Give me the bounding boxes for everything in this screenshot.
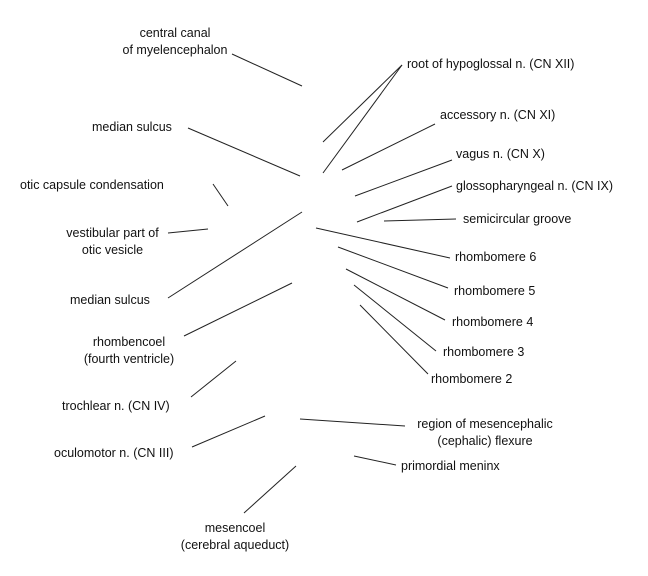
leader-primordial-meninx xyxy=(353,455,397,466)
label-vagus: vagus n. (CN X) xyxy=(456,147,545,161)
leader-rhombomere-2 xyxy=(359,304,429,375)
leader-central-canal xyxy=(231,53,303,87)
label-mesencoel: mesencoel (cerebral aqueduct) xyxy=(180,521,290,552)
label-rhombomere-3: rhombomere 3 xyxy=(443,345,525,359)
label-primordial-meninx: primordial meninx xyxy=(401,459,500,473)
label-oculomotor: oculomotor n. (CN III) xyxy=(54,446,174,460)
leader-root-hypoglossal-b xyxy=(322,64,403,174)
leader-accessory xyxy=(341,123,436,171)
label-rhombomere-5: rhombomere 5 xyxy=(454,284,536,298)
label-trochlear: trochlear n. (CN IV) xyxy=(62,399,170,413)
label-rhombomere-4: rhombomere 4 xyxy=(452,315,534,329)
leader-rhombomere-3 xyxy=(353,284,437,352)
label-glossopharyngeal: glossopharyngeal n. (CN IX) xyxy=(456,179,614,193)
leader-oculomotor xyxy=(191,415,266,448)
leader-rhombomere-6 xyxy=(315,227,451,259)
label-rhombencoel: rhombencoel (fourth ventricle) xyxy=(83,335,175,366)
leader-median-sulcus-lower xyxy=(167,211,303,299)
leader-glossopharyngeal xyxy=(356,185,453,223)
leader-vagus xyxy=(354,159,453,197)
leader-rhombomere-5 xyxy=(337,246,449,289)
label-accessory: accessory n. (CN XI) xyxy=(440,108,556,122)
label-semicircular-groove: semicircular groove xyxy=(463,212,572,226)
leader-trochlear xyxy=(190,360,237,398)
label-median-sulcus-upper: median sulcus xyxy=(92,120,172,134)
label-rhombomere-6: rhombomere 6 xyxy=(455,250,537,264)
leader-mesencephalic-flexure xyxy=(299,418,406,427)
label-otic-capsule: otic capsule condensation xyxy=(20,178,164,192)
leader-root-hypoglossal-a xyxy=(322,64,403,143)
label-root-hypoglossal: root of hypoglossal n. (CN XII) xyxy=(407,57,575,71)
leader-semicircular-groove xyxy=(383,218,457,222)
leader-median-sulcus-upper xyxy=(187,127,301,177)
leader-rhombomere-4 xyxy=(345,268,446,321)
leader-rhombencoel xyxy=(183,282,293,337)
label-rhombomere-2: rhombomere 2 xyxy=(431,372,513,386)
label-median-sulcus-lower: median sulcus xyxy=(70,293,150,307)
leader-mesencoel xyxy=(243,465,297,514)
leader-otic-capsule xyxy=(212,183,229,207)
label-mesencephalic-flexure: region of mesencephalic (cephalic) flexu… xyxy=(417,417,553,448)
label-vestibular-part: vestibular part of otic vesicle xyxy=(66,226,159,257)
label-central-canal: central canal of myelencephalon xyxy=(122,26,228,57)
leader-vestibular-part xyxy=(167,228,209,234)
